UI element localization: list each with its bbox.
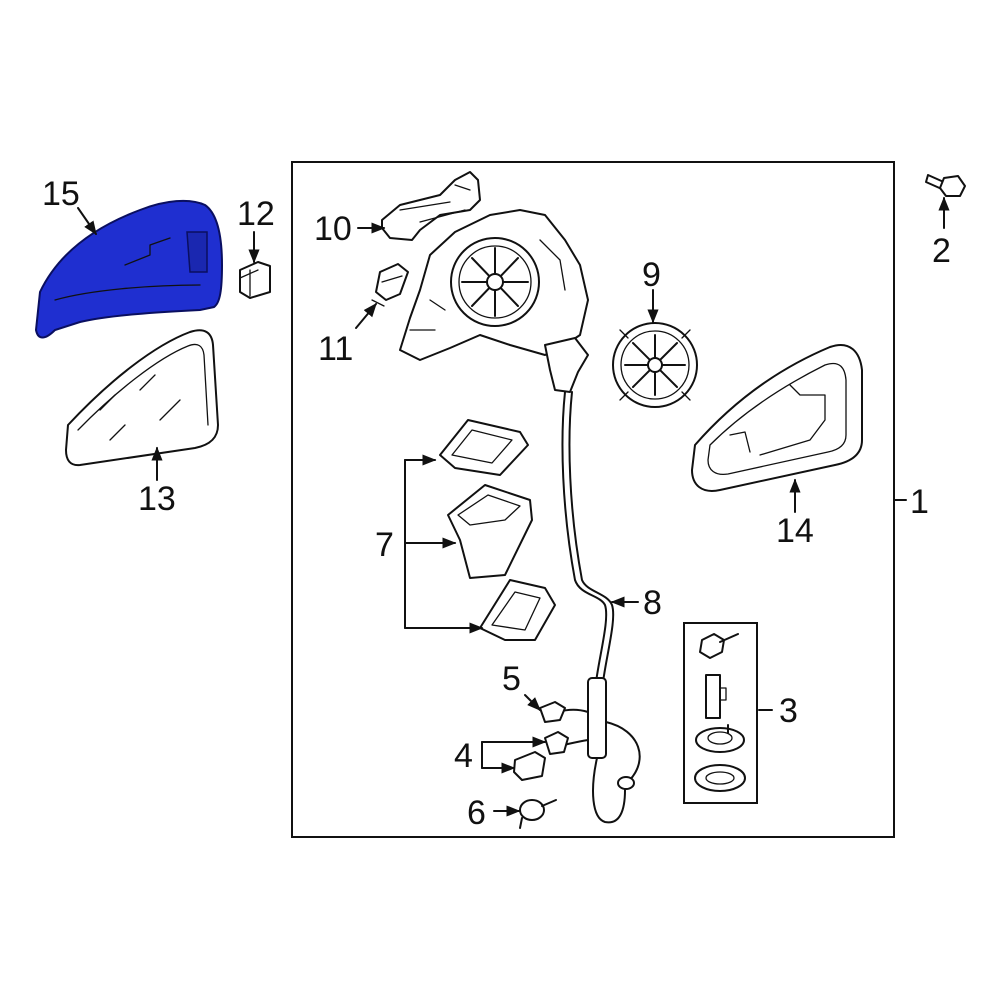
mirror-cover-shell — [34, 199, 224, 339]
cover-edge — [54, 284, 201, 301]
callout-5: 5 — [502, 660, 521, 698]
hardware-kit-part[interactable] — [683, 622, 758, 804]
callout-12: 12 — [237, 195, 275, 233]
callout-4: 4 — [454, 737, 473, 775]
backing-plate-part[interactable] — [691, 344, 863, 492]
mirror-glass-part[interactable] — [65, 329, 219, 467]
callout-1: 1 — [910, 483, 929, 521]
callout-14: 14 — [776, 512, 814, 550]
gasket-upper — [439, 419, 529, 476]
wiring-harness-part[interactable] — [557, 391, 641, 824]
harness-connector — [544, 337, 589, 393]
mirror-base-part[interactable] — [399, 209, 589, 393]
bolt-part[interactable] — [925, 174, 966, 197]
motor-disc-part[interactable] — [612, 322, 698, 408]
connector-part[interactable] — [371, 263, 409, 307]
clip-part[interactable] — [239, 261, 271, 299]
gasket-middle — [447, 484, 533, 579]
callout-8: 8 — [643, 584, 662, 622]
callout-10: 10 — [314, 210, 352, 248]
grommet-part[interactable] — [519, 799, 557, 829]
cover-recess — [186, 231, 208, 273]
gasket-lower — [479, 579, 556, 641]
callout-15: 15 — [42, 175, 80, 213]
hardware-kit-frame — [683, 622, 758, 804]
gasket-set-part[interactable] — [439, 419, 556, 641]
callout-labels: 15 12 13 2 10 11 9 14 1 7 8 5 4 6 3 — [42, 175, 951, 832]
leader-15 — [77, 207, 97, 236]
callout-3: 3 — [779, 692, 798, 730]
callout-2: 2 — [932, 232, 951, 270]
cover-rib — [124, 237, 171, 266]
mirror-cover-part[interactable] — [34, 199, 224, 339]
leader-5 — [524, 694, 541, 711]
connector-lower — [513, 751, 546, 781]
callout-7: 7 — [375, 526, 394, 564]
small-connector-part[interactable] — [539, 701, 566, 723]
callout-6: 6 — [467, 794, 486, 832]
connector-upper — [544, 731, 569, 755]
connector-set-part[interactable] — [513, 731, 569, 781]
leader-11 — [355, 302, 377, 329]
bracket-part[interactable] — [381, 171, 481, 241]
callout-11: 11 — [318, 330, 353, 368]
leader-lines — [77, 196, 950, 817]
callout-13: 13 — [138, 480, 176, 518]
callout-9: 9 — [642, 256, 661, 294]
